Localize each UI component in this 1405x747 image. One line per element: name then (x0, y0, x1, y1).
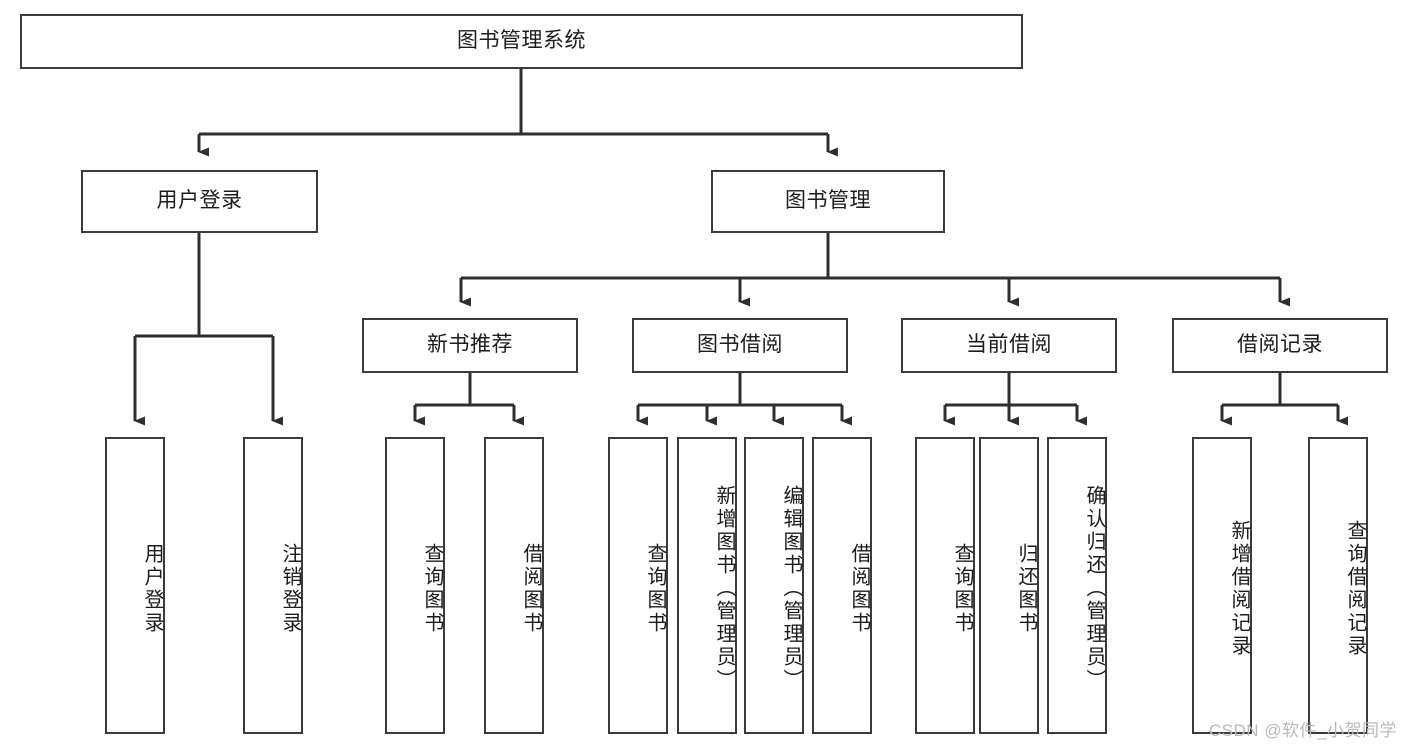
leaf-borrow-add-book-admin[interactable]: 新增图书（管理员） (677, 437, 737, 734)
leaf-user-login-label: 用户登录 (141, 542, 163, 635)
leaf-current-query-book-label: 查询图书 (951, 542, 973, 635)
leaf-record-add-record-label: 新增借阅记录 (1228, 519, 1250, 658)
node-root[interactable]: 图书管理系统 (20, 14, 1023, 69)
leaf-borrow-edit-book-admin[interactable]: 编辑图书（管理员） (744, 437, 804, 734)
leaf-borrow-edit-book-admin-label: 编辑图书（管理员） (780, 485, 802, 692)
leaf-current-confirm-return-admin-label: 确认归还（管理员） (1083, 485, 1105, 692)
node-new-book-recommend-label: 新书推荐 (427, 333, 513, 357)
leaf-current-return-book-label: 归还图书 (1015, 542, 1037, 635)
leaf-record-query-record[interactable]: 查询借阅记录 (1308, 437, 1368, 734)
leaf-current-confirm-return-admin[interactable]: 确认归还（管理员） (1047, 437, 1107, 734)
leaf-user-logout[interactable]: 注销登录 (243, 437, 303, 734)
node-borrow-record-label: 借阅记录 (1237, 333, 1323, 357)
node-book-borrow-label: 图书借阅 (697, 333, 783, 357)
node-root-label: 图书管理系统 (457, 29, 586, 53)
leaf-record-query-record-label: 查询借阅记录 (1344, 519, 1366, 658)
leaf-borrow-lend-book-label: 借阅图书 (848, 542, 870, 635)
leaf-borrow-lend-book[interactable]: 借阅图书 (812, 437, 872, 734)
csdn-watermark: CSDN @软件_小贺同学 (1208, 721, 1397, 740)
leaf-current-query-book[interactable]: 查询图书 (915, 437, 975, 734)
leaf-borrow-add-book-admin-label: 新增图书（管理员） (713, 485, 735, 692)
node-book-management-label: 图书管理 (785, 189, 871, 213)
leaf-newbook-query-book[interactable]: 查询图书 (385, 437, 445, 734)
leaf-newbook-borrow-book-label: 借阅图书 (520, 542, 542, 635)
node-current-borrow-label: 当前借阅 (966, 333, 1052, 357)
leaf-borrow-query-book-label: 查询图书 (644, 542, 666, 635)
leaf-record-add-record[interactable]: 新增借阅记录 (1192, 437, 1252, 734)
node-user-login-label: 用户登录 (156, 189, 243, 213)
leaf-user-logout-label: 注销登录 (279, 542, 301, 635)
node-book-management[interactable]: 图书管理 (711, 170, 945, 233)
leaf-borrow-query-book[interactable]: 查询图书 (608, 437, 668, 734)
node-book-borrow[interactable]: 图书借阅 (632, 318, 848, 373)
node-user-login[interactable]: 用户登录 (81, 170, 318, 233)
node-new-book-recommend[interactable]: 新书推荐 (362, 318, 578, 373)
leaf-newbook-borrow-book[interactable]: 借阅图书 (484, 437, 544, 734)
node-borrow-record[interactable]: 借阅记录 (1172, 318, 1388, 373)
leaf-newbook-query-book-label: 查询图书 (421, 542, 443, 635)
leaf-current-return-book[interactable]: 归还图书 (979, 437, 1039, 734)
node-current-borrow[interactable]: 当前借阅 (901, 318, 1117, 373)
leaf-user-login[interactable]: 用户登录 (105, 437, 165, 734)
